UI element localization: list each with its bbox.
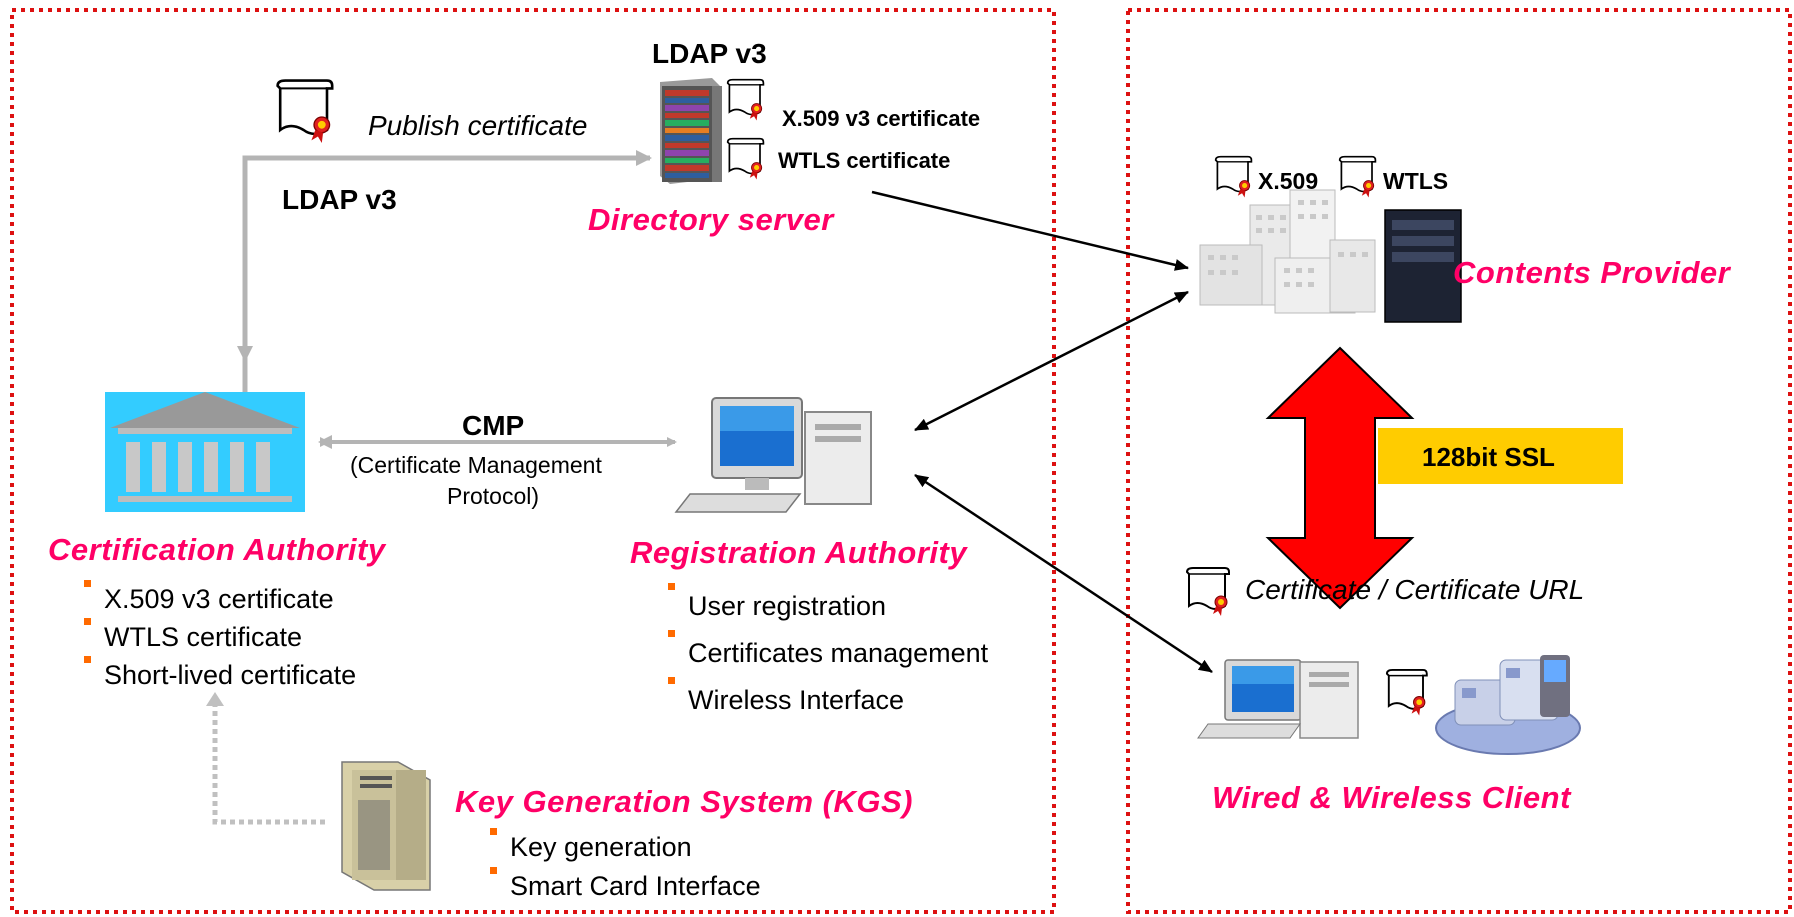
certificate-icon: [726, 137, 765, 181]
ca-bullet-list: X.509 v3 certificate WTLS certificate Sh…: [84, 580, 356, 694]
ra-provider-arrow: [914, 290, 1189, 432]
kgs-bullet-item: Key generation: [490, 828, 761, 867]
certificate-icon: [276, 79, 334, 145]
ssl-box: [1378, 428, 1623, 484]
kgs-bullet-list: Key generation Smart Card Interface: [490, 828, 761, 906]
x509-cert-label: X.509 v3 certificate: [782, 106, 981, 131]
directory-ldap-label: LDAP v3: [652, 38, 767, 69]
client-title: Wired & Wireless Client: [1212, 780, 1571, 815]
client-cert-label: Certificate / Certificate URL: [1245, 574, 1585, 605]
kgs-bullet-item: Smart Card Interface: [490, 867, 761, 906]
ssl-label: 128bit SSL: [1422, 442, 1555, 472]
kgs-server-icon: [341, 761, 431, 891]
wireless-devices-icon: [1435, 655, 1581, 755]
certificate-icon: [1385, 668, 1428, 717]
certificate-icon: [726, 78, 765, 122]
kgs-arrow: [212, 705, 325, 825]
certificate-icon: [1214, 155, 1253, 199]
directory-server-title: Directory server: [588, 202, 834, 237]
provider-x509-label: X.509: [1258, 168, 1319, 194]
cmp-title: CMP: [462, 410, 525, 441]
ca-bullet-item: WTLS certificate: [84, 618, 356, 656]
provider-server-icon: [1384, 209, 1462, 323]
ra-bullet-item: User registration: [668, 583, 988, 630]
publish-certificate-label: Publish certificate: [368, 110, 588, 141]
right-region-border: [1126, 8, 1792, 914]
ra-bullet-list: User registration Certificates managemen…: [668, 583, 988, 724]
certificate-icon: [1338, 155, 1377, 199]
ca-title: Certification Authority: [48, 532, 386, 567]
cmp-subtitle-line2: Protocol): [447, 483, 540, 509]
provider-buildings-icon: [1199, 189, 1376, 314]
publish-ldap-label: LDAP v3: [282, 184, 397, 215]
ra-bullet-item: Wireless Interface: [668, 677, 988, 724]
ra-computer-icon: [674, 397, 872, 513]
ra-title: Registration Authority: [630, 535, 968, 570]
directory-server-icon: [660, 78, 722, 184]
ca-bullet-item: X.509 v3 certificate: [84, 580, 356, 618]
ca-building-icon: [105, 392, 305, 512]
ra-client-arrow: [914, 473, 1213, 674]
provider-title: Contents Provider: [1453, 255, 1731, 290]
directory-to-provider-arrow: [871, 190, 1189, 271]
ssl-arrow: [1265, 346, 1415, 610]
provider-wtls-label: WTLS: [1383, 168, 1449, 194]
cmp-subtitle-line1: (Certificate Management: [350, 452, 602, 478]
certificate-icon: [1186, 567, 1230, 617]
wtls-cert-label: WTLS certificate: [778, 148, 951, 173]
ra-bullet-item: Certificates management: [668, 630, 988, 677]
kgs-title: Key Generation System (KGS): [455, 784, 913, 819]
client-computer-icon: [1197, 659, 1359, 739]
ca-bullet-item: Short-lived certificate: [84, 656, 356, 694]
